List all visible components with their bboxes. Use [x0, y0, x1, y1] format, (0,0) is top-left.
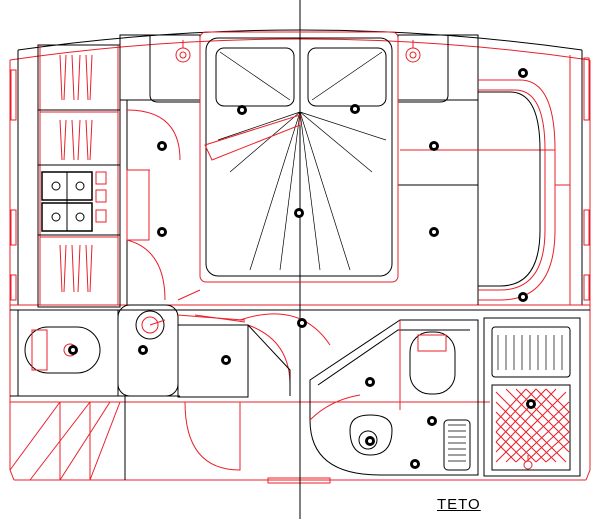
drawing-title: TETO [437, 496, 481, 513]
kitchen [483, 317, 581, 477]
light-point [518, 292, 528, 302]
light-point [237, 105, 247, 115]
light-point [350, 104, 360, 114]
bathroom [309, 319, 479, 476]
light-point [429, 227, 439, 237]
left-wardrobe [37, 44, 121, 308]
light-point [297, 318, 307, 328]
light-points [68, 68, 536, 469]
light-point [526, 399, 536, 409]
light-point [221, 355, 231, 365]
toilet-room-left [17, 304, 179, 480]
light-point [294, 208, 304, 218]
light-point [410, 459, 420, 469]
hall-doors [9, 289, 331, 481]
bed [199, 31, 399, 283]
light-point [138, 345, 148, 355]
light-point [68, 345, 78, 355]
light-point [429, 141, 439, 151]
side-windows [10, 57, 590, 484]
light-point [157, 141, 167, 151]
light-point [518, 68, 528, 78]
light-point [365, 377, 375, 387]
light-point [157, 227, 167, 237]
right-seating [478, 55, 571, 305]
bedroom-walls [119, 34, 555, 305]
light-point [365, 436, 375, 446]
wall-lamps [175, 40, 421, 63]
light-point [427, 416, 437, 426]
